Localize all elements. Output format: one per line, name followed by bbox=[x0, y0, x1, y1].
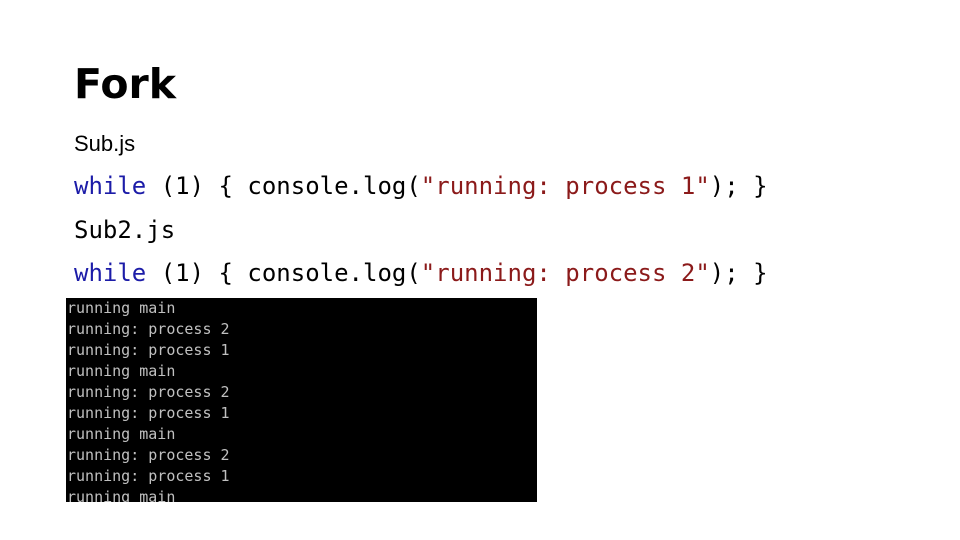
terminal-line: running: process 2 bbox=[67, 446, 230, 464]
terminal-line: running: process 1 bbox=[67, 404, 230, 422]
code-text: (1) { console.log( bbox=[146, 172, 421, 200]
file1-code-line: while (1) { console.log("running: proces… bbox=[74, 171, 768, 201]
terminal-line: running: process 1 bbox=[67, 341, 230, 359]
slide-title: Fork bbox=[74, 60, 176, 108]
code-text: (1) { console.log( bbox=[146, 259, 421, 287]
terminal-line: running: process 2 bbox=[67, 383, 230, 401]
file2-name: Sub2.js bbox=[74, 216, 176, 244]
file1-name: Sub.js bbox=[74, 131, 136, 156]
terminal-line: running main bbox=[67, 425, 176, 443]
code-string: "running: process 1" bbox=[420, 172, 710, 200]
file2-code-line: while (1) { console.log("running: proces… bbox=[74, 258, 768, 288]
terminal-output-screenshot: running main running: process 2 running:… bbox=[66, 298, 537, 502]
terminal-line: running main bbox=[67, 299, 176, 317]
terminal-line: running: process 2 bbox=[67, 320, 230, 338]
code-keyword: while bbox=[74, 172, 147, 200]
terminal-line: running main bbox=[67, 488, 176, 502]
terminal-line: running: process 1 bbox=[67, 467, 230, 485]
code-keyword: while bbox=[74, 259, 147, 287]
code-text: ); } bbox=[709, 172, 768, 200]
terminal-line: running main bbox=[67, 362, 176, 380]
code-text: ); } bbox=[709, 259, 768, 287]
code-string: "running: process 2" bbox=[420, 259, 710, 287]
